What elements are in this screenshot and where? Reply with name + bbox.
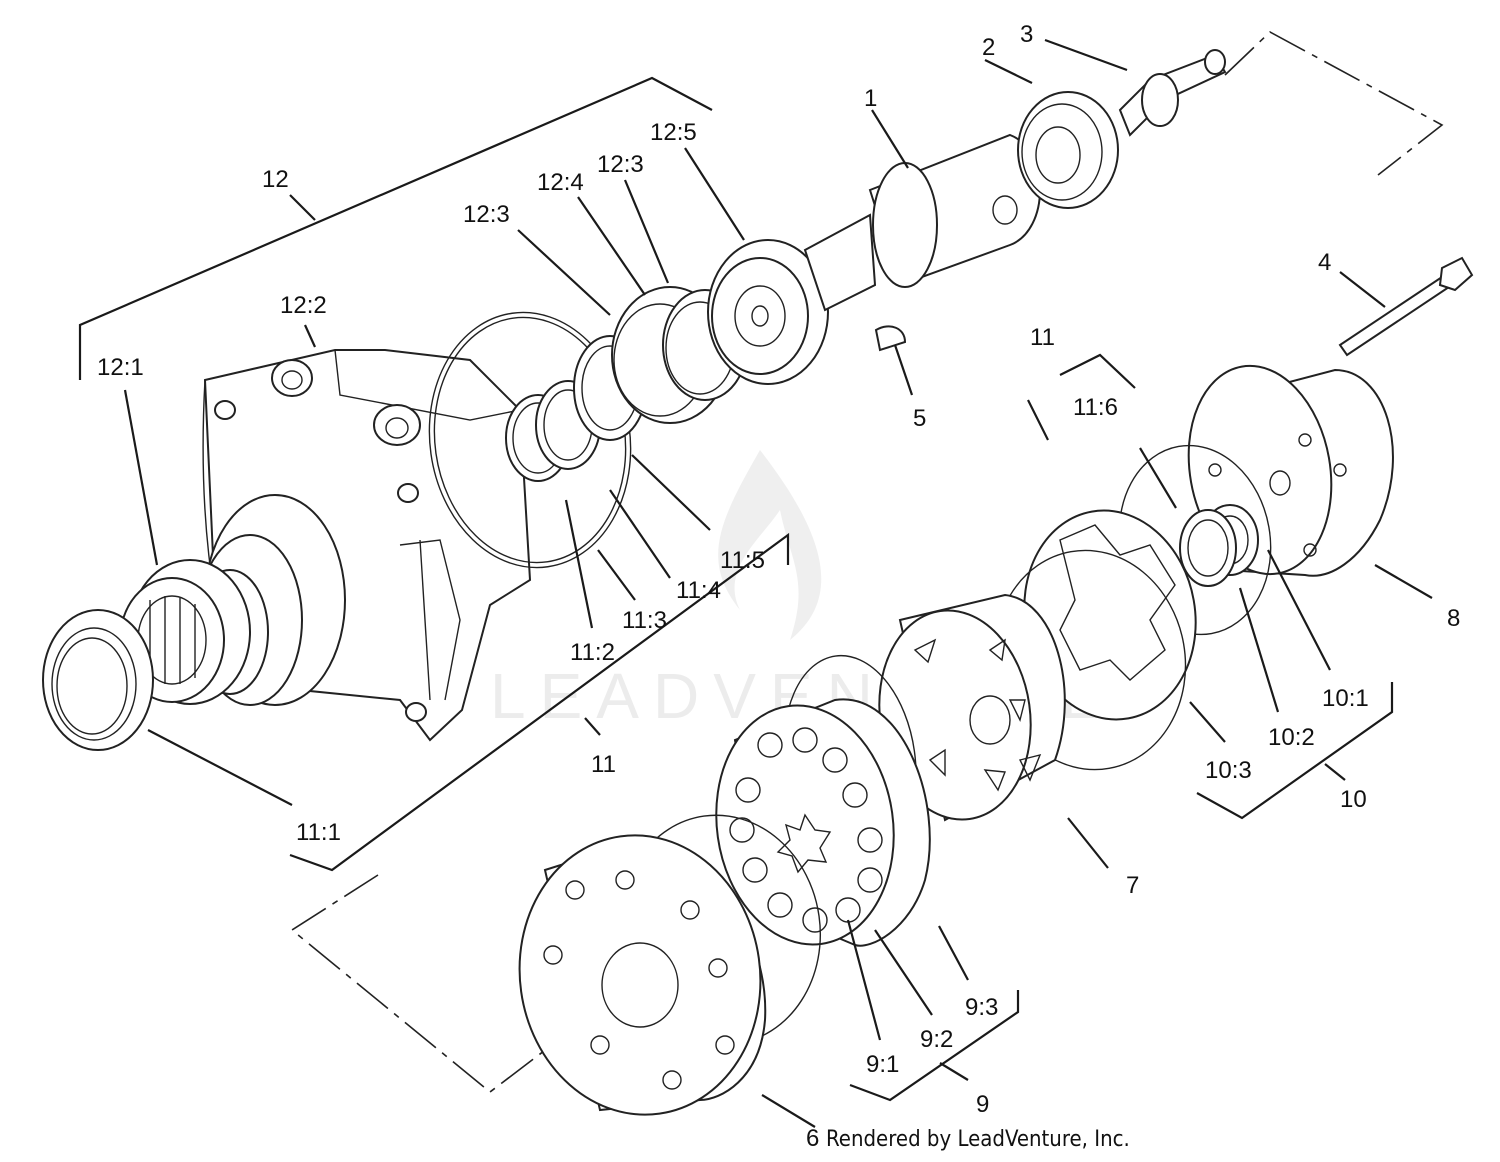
axis-line-top	[1224, 31, 1444, 176]
seal-stack	[505, 286, 748, 482]
label-10-1: 10:1	[1322, 685, 1369, 712]
label-12-4: 12:4	[537, 169, 584, 196]
seal-part-11-1	[42, 609, 154, 751]
label-9-3: 9:3	[965, 994, 998, 1021]
label-11-5: 11:5	[720, 547, 765, 574]
watermark-flame-icon	[718, 450, 822, 640]
label-12-1: 12:1	[97, 354, 144, 381]
label-9-2: 9:2	[920, 1026, 953, 1053]
leader-lines	[78, 38, 1433, 1128]
label-1: 1	[864, 85, 877, 112]
thrust-bearing-part-12-5	[707, 239, 829, 385]
shaft-part-1	[803, 133, 1041, 312]
label-12-3-left: 12:3	[463, 201, 510, 228]
label-9-1: 9:1	[866, 1051, 899, 1078]
bearing-part-2	[1017, 91, 1119, 209]
label-7: 7	[1126, 872, 1139, 899]
label-12-2: 12:2	[280, 292, 327, 319]
valve-plate-part-7	[993, 509, 1197, 771]
end-plate-part-6	[518, 814, 822, 1116]
gerotor-part-9	[715, 654, 931, 947]
bolt-part-4	[1338, 256, 1474, 357]
label-11-4: 11:4	[676, 577, 721, 604]
label-11-bottom: 11	[591, 751, 616, 778]
label-10-3: 10:3	[1205, 757, 1252, 784]
label-11-2: 11:2	[570, 639, 615, 666]
credit-text: Rendered by LeadVenture, Inc.	[826, 1127, 1130, 1152]
label-11-1: 11:1	[296, 819, 341, 846]
key-part-5	[874, 325, 907, 352]
label-11-3: 11:3	[622, 607, 667, 634]
label-11-top: 11	[1030, 324, 1055, 351]
valve-parts-10	[1118, 444, 1272, 636]
part-labels: 1 2 3 4 5 6 7 8 9 9:1 9:2 9:3 10 10:1 10…	[97, 21, 1460, 1152]
label-12-3-right: 12:3	[597, 151, 644, 178]
label-12: 12	[262, 166, 289, 193]
label-4: 4	[1318, 249, 1331, 276]
label-3: 3	[1020, 21, 1033, 48]
label-5: 5	[913, 405, 926, 432]
drive-part-3	[1118, 49, 1227, 137]
label-11-6: 11:6	[1073, 394, 1118, 421]
label-9: 9	[976, 1091, 989, 1118]
label-2: 2	[982, 34, 995, 61]
label-12-5: 12:5	[650, 119, 697, 146]
label-10: 10	[1340, 786, 1367, 813]
label-6: 6	[806, 1125, 819, 1152]
label-10-2: 10:2	[1268, 724, 1315, 751]
bearing-part-12-1	[119, 559, 251, 705]
label-8: 8	[1447, 605, 1460, 632]
